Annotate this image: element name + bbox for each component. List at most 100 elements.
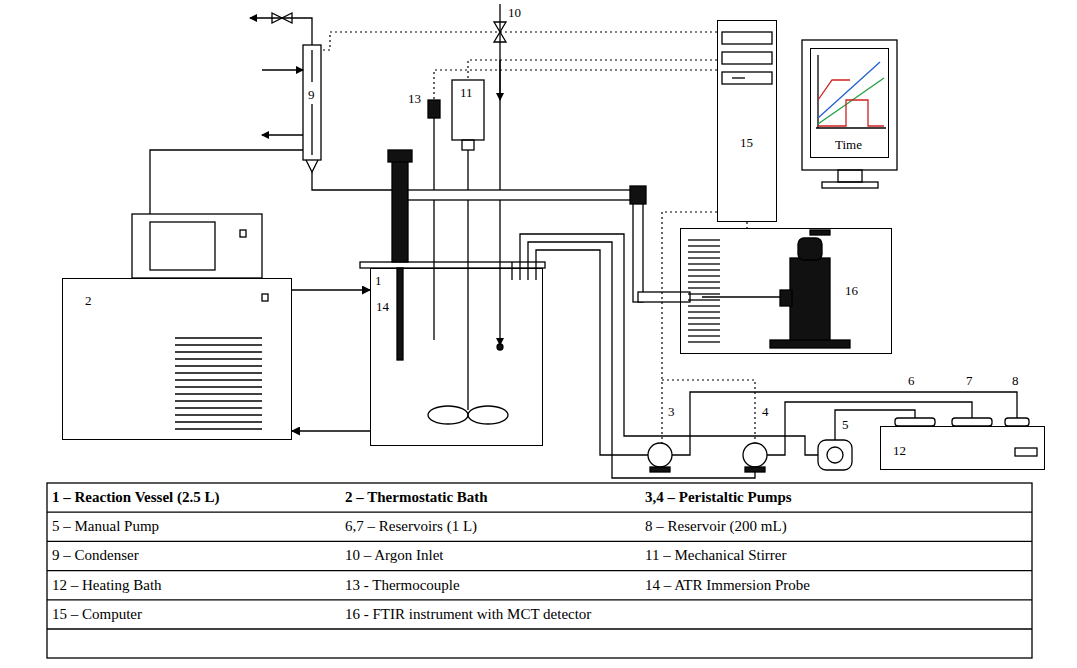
callout-number: 12 [893, 444, 906, 458]
grill-line [175, 372, 262, 373]
callout-number: 7 [966, 374, 973, 388]
table-line [47, 628, 1032, 629]
grill-line [688, 323, 720, 324]
drawing-rect [780, 290, 792, 306]
legend-cell: 11 – Mechanical Stirrer [645, 546, 786, 564]
grill-line [688, 251, 720, 252]
drawing-rect [150, 222, 215, 270]
drawing-rect [397, 268, 403, 360]
drawing-polyline [835, 410, 915, 440]
grill-line [175, 351, 262, 352]
callout-number: 6 [908, 374, 915, 388]
drawing-rect [770, 340, 850, 348]
drawing-line [467, 150, 468, 410]
drawing-g [175, 338, 262, 429]
callout-number: 1 [375, 274, 382, 288]
axis-label: Time [835, 138, 862, 152]
drawing-line [433, 118, 434, 340]
legend-cell: 5 – Manual Pump [52, 517, 159, 535]
grill-line [175, 428, 262, 429]
grill-line [175, 400, 262, 401]
callout-number: 5 [842, 418, 849, 432]
grill-line [688, 311, 720, 312]
drawing-line [262, 134, 303, 135]
legend-cell: 16 - FTIR instrument with MCT detector [345, 605, 591, 623]
drawing-rect [638, 292, 690, 302]
condenser-drawing [150, 13, 392, 214]
grill-line [175, 421, 262, 422]
grill-line [175, 379, 262, 380]
drawing-line [527, 262, 528, 280]
callout-number: 2 [85, 294, 92, 308]
grill-line [688, 293, 720, 294]
drawing-circle [827, 447, 843, 463]
drawing-rect [132, 214, 262, 278]
drawing-circle [743, 443, 767, 467]
drawing-rect [408, 190, 638, 200]
grill-line [688, 341, 720, 342]
legend-table [47, 483, 1032, 658]
drawing-rect [633, 190, 643, 302]
grill-line [688, 257, 720, 258]
computer-drawing [722, 32, 897, 188]
drawing-polyline [818, 80, 850, 100]
drawing-line [535, 262, 536, 280]
drawing-polyline [250, 18, 312, 45]
drawing-line [499, 4, 500, 345]
pumps [648, 440, 852, 472]
drawing-rect [650, 467, 670, 472]
drawing-rect [452, 80, 484, 140]
callout-number: 4 [762, 405, 769, 419]
callout-number: 8 [1012, 374, 1019, 388]
drawing-rect [630, 186, 646, 204]
drawing-rect [722, 72, 772, 84]
drawing-line [499, 60, 500, 100]
drawing-line [311, 104, 312, 155]
drawing-polyline [818, 78, 884, 124]
drawing-rect [745, 467, 765, 472]
legend-cell: 13 - Thermocouple [345, 576, 460, 594]
drawing-rect [802, 40, 897, 170]
drawing-line [702, 296, 780, 297]
drawing-polyline [321, 32, 717, 50]
grill-line [175, 337, 262, 338]
drawing-circle [497, 344, 503, 350]
callout-number: 9 [308, 88, 315, 102]
drawing-polyline [528, 242, 755, 478]
grill-line [175, 365, 262, 366]
thermostatic-bath-drawing [132, 214, 268, 429]
drawing-polyline [662, 212, 717, 443]
apparatus-box: 1 [370, 268, 543, 446]
drawing-rect [303, 45, 321, 160]
drawing-ellipse [428, 406, 468, 424]
drawing-rect [822, 182, 878, 188]
legend-cell: 8 – Reservoir (200 mL) [645, 517, 787, 535]
drawing-line [816, 127, 886, 128]
drawing-g [47, 512, 1032, 629]
callout-number: 13 [408, 92, 421, 106]
drawing-rect [798, 238, 822, 260]
drawing-rect [47, 483, 1032, 658]
table-line [47, 541, 1032, 542]
table-line [47, 599, 1032, 600]
grill-line [688, 287, 720, 288]
grill-line [175, 386, 262, 387]
drawing-rect [240, 230, 246, 237]
grill-line [175, 358, 262, 359]
drawing-rect [722, 52, 772, 64]
drawing-rect [818, 440, 852, 470]
drawing-polyline [434, 70, 717, 100]
callout-number: 16 [845, 284, 858, 298]
tubing [520, 234, 1017, 478]
drawing-rect [428, 100, 440, 118]
grill-line [688, 239, 720, 240]
callout-number: 15 [740, 136, 753, 150]
drawing-ellipse [468, 406, 508, 424]
grill-line [688, 335, 720, 336]
apparatus-box: 16 [680, 228, 892, 354]
light-guide [408, 186, 690, 302]
drawing-polyline [150, 150, 303, 214]
drawing-rect [895, 418, 935, 426]
